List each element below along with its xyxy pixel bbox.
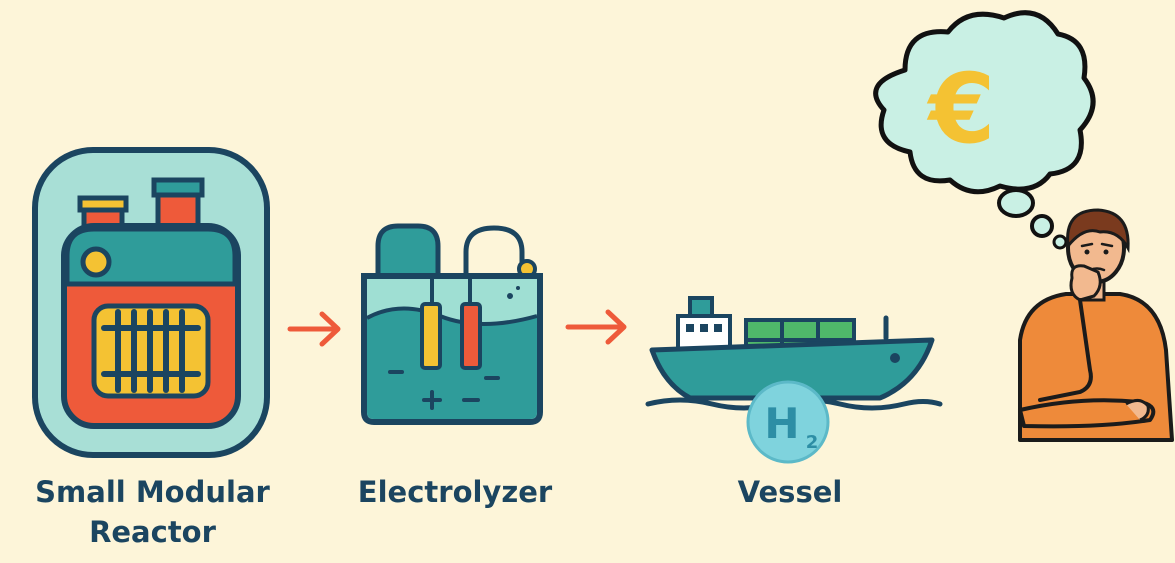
thought-bubble: €	[873, 10, 1096, 250]
thinking-person	[1018, 208, 1174, 442]
electrolyzer-icon	[361, 223, 543, 425]
arrow-electrolyzer-to-vessel	[565, 309, 627, 345]
vessel-label: Vessel	[737, 475, 843, 509]
hydrogen-symbol: H	[764, 399, 799, 448]
reactor-icon	[32, 147, 270, 458]
euro-icon: €	[927, 53, 996, 165]
arrow-reactor-to-electrolyzer	[287, 311, 341, 347]
hydrogen-badge: H 2	[746, 380, 830, 464]
electrolyzer-label: Electrolyzer	[357, 475, 553, 509]
vessel-icon: H 2	[645, 296, 943, 464]
reactor-label: Small Modular Reactor	[35, 475, 270, 549]
hydrogen-subscript: 2	[806, 432, 819, 453]
